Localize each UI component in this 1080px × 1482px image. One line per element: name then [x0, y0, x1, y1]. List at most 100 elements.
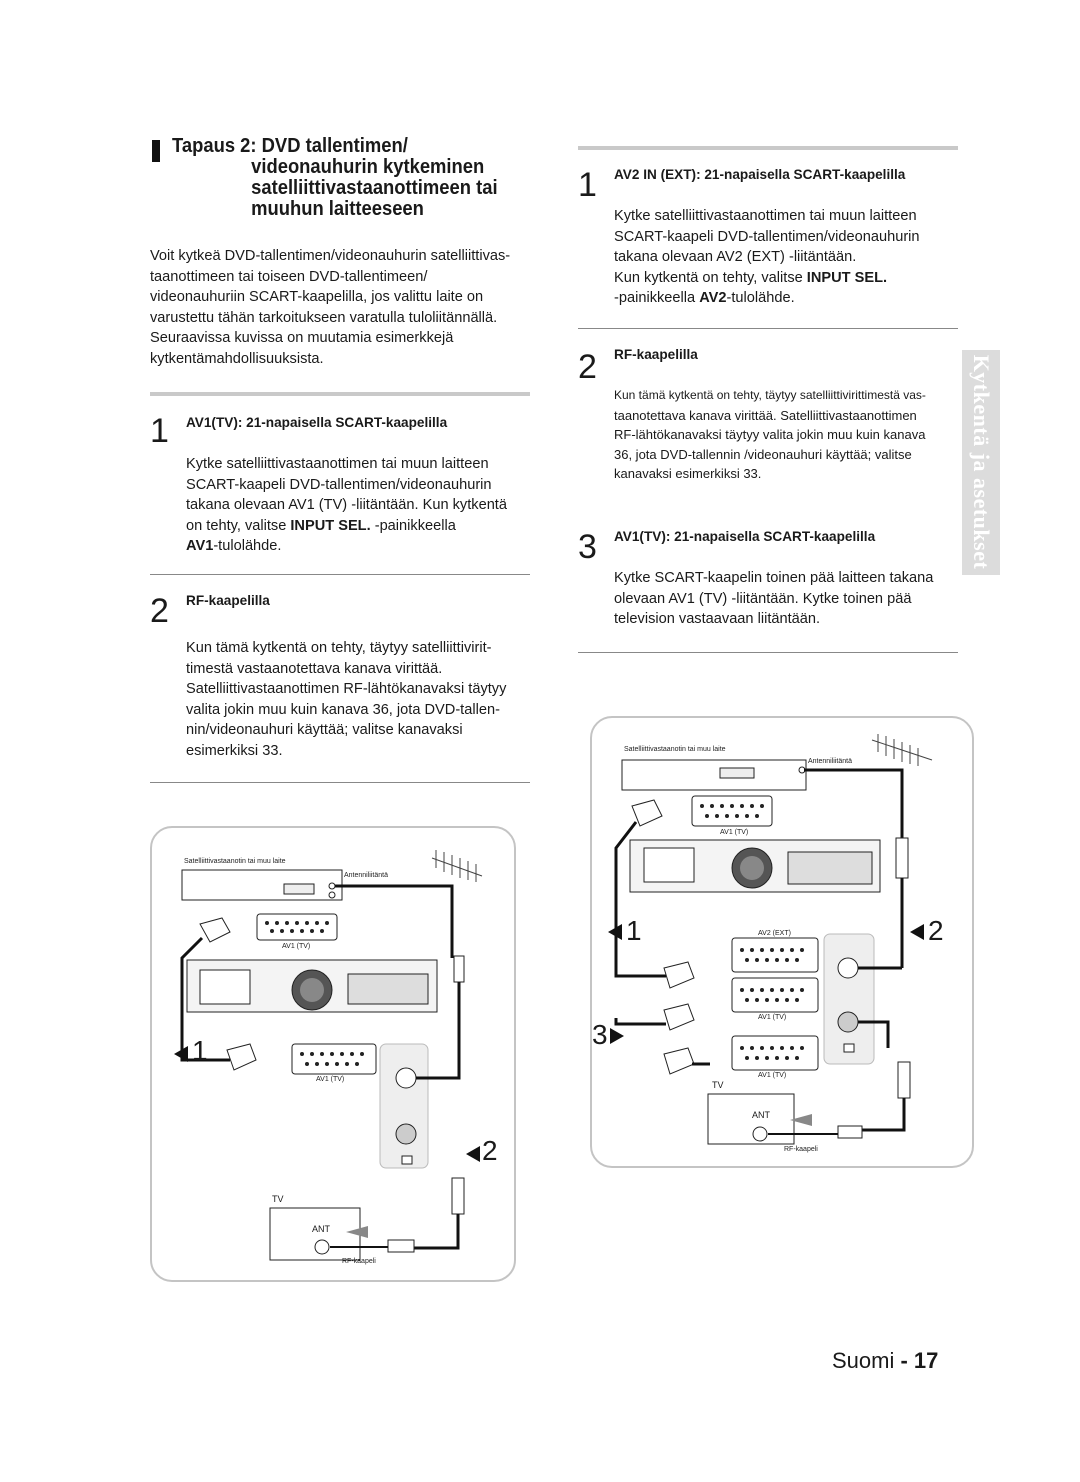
title-line: satelliittivastaanottimeen tai: [251, 177, 498, 199]
body-line: Kun tämä kytkentä on tehty, täytyy satel…: [186, 640, 492, 656]
text-run: -painikkeella: [614, 290, 700, 307]
intro-line: varustettu tähän tarkoitukseen varatulla…: [150, 309, 498, 326]
step-heading: AV2 IN (EXT): 21-napaisella SCART-kaapel…: [614, 167, 906, 182]
footer-separator: -: [894, 1348, 914, 1373]
body-line: SCART-kaapeli DVD-tallentimen/videonauhu…: [614, 228, 920, 245]
body-line: Kytke satelliittivastaanottimen tai muun…: [614, 208, 917, 224]
wiring-illustration: [608, 734, 933, 1145]
chapter-tab-label: Kytkentä ja asetukset: [962, 350, 1000, 575]
intro-line: videonauhuriin SCART-kaapelilla, jos val…: [150, 289, 484, 306]
title-line: videonauhurin kytkeminen: [251, 156, 485, 178]
intro-line: kytkentämahdollisuuksista.: [150, 350, 324, 367]
callout-number: 2: [928, 915, 944, 946]
tv-label: TV: [712, 1080, 724, 1090]
divider: [150, 574, 530, 575]
title-line: Tapaus 2: DVD tallentimen/: [172, 135, 408, 157]
button-name: INPUT SEL.: [290, 517, 371, 534]
av1-label: AV1 (TV): [758, 1072, 787, 1079]
body-line: Kytke satelliittivastaanottimen tai muun…: [186, 456, 489, 472]
av1-label: AV1 (TV): [282, 943, 311, 950]
body-line: Satelliittivastaanottimen RF-lähtökanava…: [186, 681, 507, 698]
source-name: AV2: [699, 290, 727, 307]
body-line: taanotettava kanava virittää. Satelliitt…: [614, 407, 917, 423]
intro-line: Seuraavissa kuvissa on muutamia esimerkk…: [150, 330, 454, 347]
antenna-label: Antenniliitäntä: [808, 758, 852, 765]
title-line: muuhun laitteeseen: [251, 198, 424, 220]
body-line: nin/videonauhuri käyttää; valitse kanava…: [186, 722, 463, 739]
body-line: -painikkeella AV2-tulolähde.: [614, 288, 959, 309]
callout-number: 2: [482, 1135, 498, 1166]
body-line: valita jokin muu kuin kanava 36, jota DV…: [186, 701, 500, 718]
chapter-tab: [962, 350, 1000, 575]
ant-label: ANT: [752, 1110, 770, 1120]
tv-label: TV: [272, 1194, 284, 1204]
step-body: Kun tämä kytkentä on tehty, täytyy satel…: [186, 638, 531, 762]
connection-diagram-left: Satelliittivastaanotin tai muu laite Ant…: [150, 826, 516, 1282]
step-number: 1: [578, 166, 597, 204]
title-marker: [152, 140, 160, 162]
body-line: AV1-tulolähde.: [186, 536, 531, 557]
step-number: 2: [150, 592, 169, 630]
rf-cable-label: RF-kaapeli: [342, 1258, 376, 1265]
text-run: on tehty, valitse: [186, 517, 291, 534]
antenna-label: Antenniliitäntä: [344, 872, 388, 879]
body-line: Kun tämä kytkentä on tehty, täytyy satel…: [614, 388, 926, 402]
body-line: 36, jota DVD-tallennin /videonauhuri käy…: [614, 446, 912, 462]
source-name: AV1: [186, 538, 214, 555]
rf-cable-label: RF-kaapeli: [784, 1146, 818, 1153]
body-line: takana olevaan AV1 (TV) -liitäntään. Kun…: [186, 497, 507, 514]
text-run: -tulolähde.: [213, 538, 282, 555]
footer-language: Suomi: [832, 1348, 895, 1373]
divider: [578, 328, 958, 329]
step-number: 3: [578, 528, 597, 566]
step-heading: RF-kaapelilla: [186, 593, 270, 608]
body-line: timestä vastaanotettava kanava virittää.: [186, 660, 443, 677]
step-body: Kytke satelliittivastaanottimen tai muun…: [614, 206, 959, 309]
body-line: on tehty, valitse INPUT SEL. -painikkeel…: [186, 516, 531, 537]
av1-label: AV1 (TV): [720, 829, 749, 836]
body-line: Kun kytkentä on tehty, valitse INPUT SEL…: [614, 268, 959, 289]
step-heading: AV1(TV): 21-napaisella SCART-kaapelilla: [186, 415, 448, 430]
section-rule: [150, 392, 530, 396]
av2-label: AV2 (EXT): [758, 930, 791, 937]
page-footer: Suomi - 17: [832, 1348, 938, 1374]
body-line: SCART-kaapeli DVD-tallentimen/videonauhu…: [186, 476, 492, 493]
step-body: Kytke SCART-kaapelin toinen pää laitteen…: [614, 568, 959, 630]
callout-number: 1: [626, 915, 642, 946]
av1-label: AV1 (TV): [758, 1014, 787, 1021]
body-line: RF-lähtökanavaksi täytyy valita jokin mu…: [614, 427, 926, 442]
callout-number: 1: [192, 1035, 208, 1066]
sat-label: Satelliittivastaanotin tai muu laite: [624, 746, 726, 753]
step-heading: AV1(TV): 21-napaisella SCART-kaapelilla: [614, 529, 876, 544]
body-line: takana olevaan AV2 (EXT) -liitäntään.: [614, 249, 857, 266]
intro-line: taanottimeen tai toiseen DVD-tallentimee…: [150, 268, 428, 285]
ant-label: ANT: [312, 1224, 330, 1234]
text-run: -painikkeella: [370, 517, 456, 534]
wiring-illustration: [174, 850, 483, 1261]
page-number: 17: [913, 1348, 939, 1373]
av1-label: AV1 (TV): [316, 1076, 345, 1083]
body-line: kanavaksi esimerkiksi 33.: [614, 466, 762, 481]
step-heading: RF-kaapelilla: [614, 347, 698, 362]
step-body: Kun tämä kytkentä on tehty, täytyy satel…: [614, 386, 960, 484]
chapter-tab-text: Kytkentä ja asetukset: [969, 354, 994, 570]
intro-line: Voit kytkeä DVD-tallentimen/videonauhuri…: [150, 248, 511, 264]
text-run: Kun kytkentä on tehty, valitse: [614, 269, 807, 286]
divider: [150, 782, 530, 783]
divider: [578, 652, 958, 653]
step-body: Kytke satelliittivastaanottimen tai muun…: [186, 454, 531, 557]
body-line: television vastaavaan liitäntään.: [614, 611, 821, 628]
intro-paragraph: Voit kytkeä DVD-tallentimen/videonauhuri…: [150, 246, 530, 370]
section-title: Tapaus 2: DVD tallentimen/ videonauhurin…: [172, 136, 503, 220]
text-run: -tulolähde.: [726, 290, 795, 307]
button-name: INPUT SEL.: [806, 269, 888, 286]
section-rule: [578, 146, 958, 150]
body-line: esimerkiksi 33.: [186, 742, 283, 759]
step-number: 2: [578, 348, 597, 386]
sat-label: Satelliittivastaanotin tai muu laite: [184, 858, 286, 865]
body-line: Kytke SCART-kaapelin toinen pää laitteen…: [614, 570, 934, 586]
connection-diagram-right: Satelliittivastaanotin tai muu laite Ant…: [590, 716, 974, 1168]
body-line: olevaan AV1 (TV) -liitäntään. Kytke toin…: [614, 590, 912, 607]
step-number: 1: [150, 412, 169, 450]
callout-number: 3: [592, 1019, 608, 1050]
